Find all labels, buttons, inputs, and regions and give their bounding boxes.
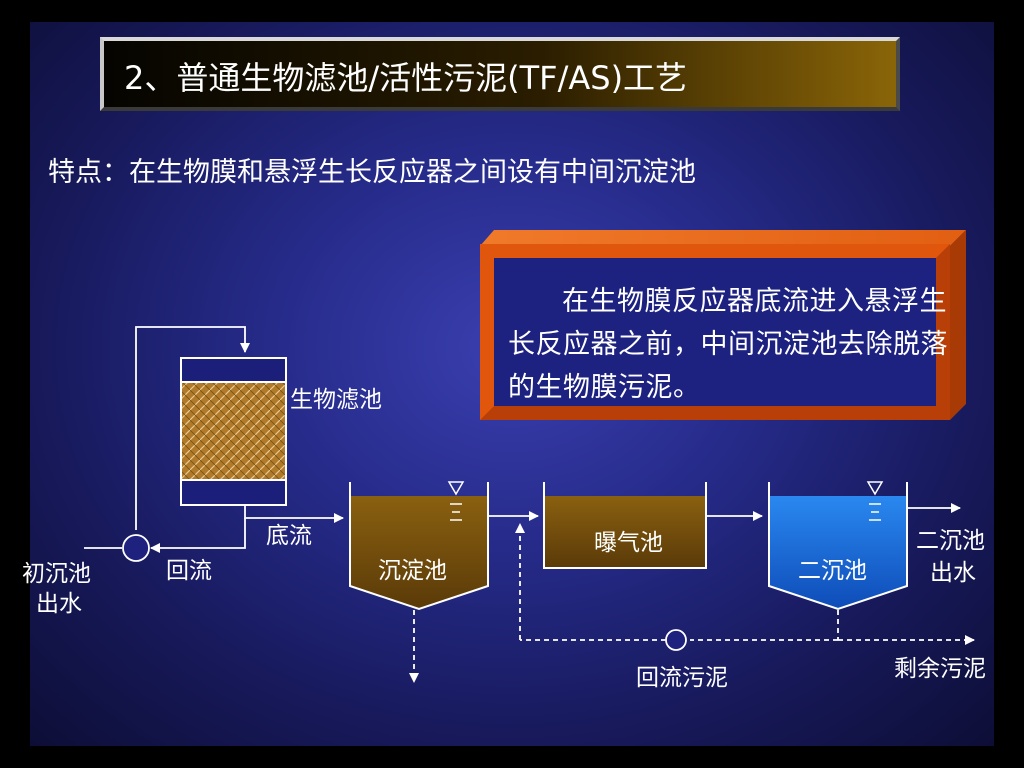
slide-title: 2、普通生物滤池/活性污泥(TF/AS)工艺 <box>124 59 688 97</box>
biofilter-media <box>182 382 285 480</box>
recycle-label: 回流 <box>166 558 212 584</box>
return-sludge-pump-icon <box>665 629 687 651</box>
secondary-clarifier-label: 二沉池 <box>798 558 867 584</box>
title-bar: 2、普通生物滤池/活性污泥(TF/AS)工艺 <box>100 37 900 111</box>
secondary-clarifier <box>768 481 908 611</box>
biofilter <box>180 357 287 506</box>
callout-text: 在生物膜反应器底流进入悬浮生长反应器之前，中间沉淀池去除脱落的生物膜污泥。 <box>508 286 948 403</box>
biofilter-label: 生物滤池 <box>290 387 382 413</box>
inflow-label-line1: 初沉池 <box>22 561 91 587</box>
inflow-label-line2: 出水 <box>36 591 82 617</box>
outflow-label-line2: 出水 <box>930 560 976 586</box>
recycle-line <box>150 518 246 553</box>
aeration-tank <box>543 482 707 569</box>
callout-frame: 在生物膜反应器底流进入悬浮生长反应器之前，中间沉淀池去除脱落的生物膜污泥。 <box>480 244 950 420</box>
settling-tank <box>349 481 489 611</box>
underflow-label: 底流 <box>266 523 312 549</box>
callout-bevel-top <box>480 230 966 246</box>
waste-sludge-label: 剩余污泥 <box>894 656 986 682</box>
water-level-icon <box>866 481 884 496</box>
water-level-icon <box>447 481 465 496</box>
recycle-line-to-filter <box>135 326 250 530</box>
recycle-pump-icon <box>122 534 150 562</box>
feature-statement: 特点：在生物膜和悬浮生长反应器之间设有中间沉淀池 <box>48 157 696 188</box>
aeration-tank-label: 曝气池 <box>594 530 663 556</box>
settling-tank-label: 沉淀池 <box>378 558 447 584</box>
outflow-label-line1: 二沉池 <box>916 528 985 554</box>
callout-bevel-side <box>950 230 966 420</box>
return-sludge-label: 回流污泥 <box>636 665 728 691</box>
underflow-line <box>244 505 344 523</box>
callout-box: 在生物膜反应器底流进入悬浮生长反应器之前，中间沉淀池去除脱落的生物膜污泥。 <box>480 230 966 420</box>
